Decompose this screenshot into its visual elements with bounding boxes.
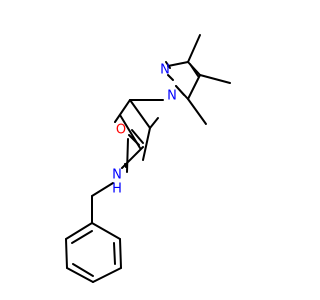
atom-oxygen: O bbox=[116, 123, 126, 138]
bond-line bbox=[129, 99, 151, 129]
atom-amide-nitrogen: N bbox=[112, 168, 122, 183]
bond-line bbox=[142, 127, 151, 161]
bond-line bbox=[167, 61, 189, 67]
bond-line bbox=[189, 63, 199, 77]
bond-line bbox=[113, 242, 116, 265]
bond-line bbox=[128, 134, 140, 146]
bond-line bbox=[72, 263, 94, 277]
atom-pyrazole-n2: N bbox=[160, 63, 170, 78]
bond-line bbox=[167, 74, 174, 81]
bond-line bbox=[199, 74, 231, 84]
atom-amide-hydrogen: H bbox=[112, 182, 122, 197]
bond-line bbox=[121, 146, 144, 169]
bond-line bbox=[126, 138, 129, 173]
bond-line bbox=[149, 117, 159, 129]
bond-line bbox=[65, 238, 68, 269]
bond-line bbox=[187, 34, 201, 63]
bond-line bbox=[175, 85, 189, 100]
bond-lines bbox=[65, 34, 231, 283]
canvas-background bbox=[0, 0, 300, 300]
bond-line bbox=[187, 98, 207, 125]
atom-pyrazole-n1: N bbox=[167, 89, 177, 104]
bond-line bbox=[131, 129, 144, 144]
bond-line bbox=[119, 238, 122, 269]
bond-line bbox=[91, 182, 114, 197]
bond-line bbox=[66, 267, 94, 283]
bond-line bbox=[92, 267, 122, 283]
molecule-structure: O N H N N bbox=[0, 0, 300, 300]
bond-line bbox=[187, 74, 201, 100]
bond-line bbox=[71, 230, 93, 244]
bond-line bbox=[65, 222, 93, 240]
bond-line bbox=[91, 222, 121, 240]
bond-line bbox=[114, 99, 131, 123]
